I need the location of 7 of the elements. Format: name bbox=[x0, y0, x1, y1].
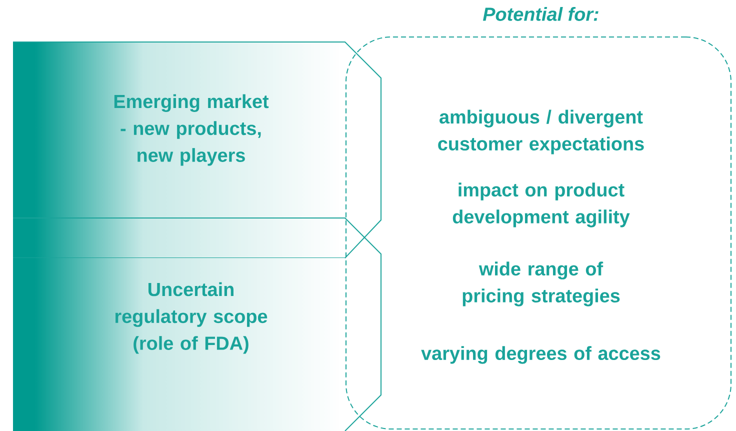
list-item: wide range of pricing strategies bbox=[462, 262, 620, 306]
list-item: ambiguous / divergent customer expectations bbox=[438, 110, 644, 154]
gradient-band: Uncertain regulatory scope (role of FDA) bbox=[12, 218, 382, 431]
list-item: impact on product development agility bbox=[452, 182, 630, 228]
heading: Potential for: bbox=[482, 7, 598, 21]
list-item: varying degrees of access bbox=[421, 346, 660, 364]
gradient-band: Emerging market - new products, new players bbox=[12, 42, 382, 258]
